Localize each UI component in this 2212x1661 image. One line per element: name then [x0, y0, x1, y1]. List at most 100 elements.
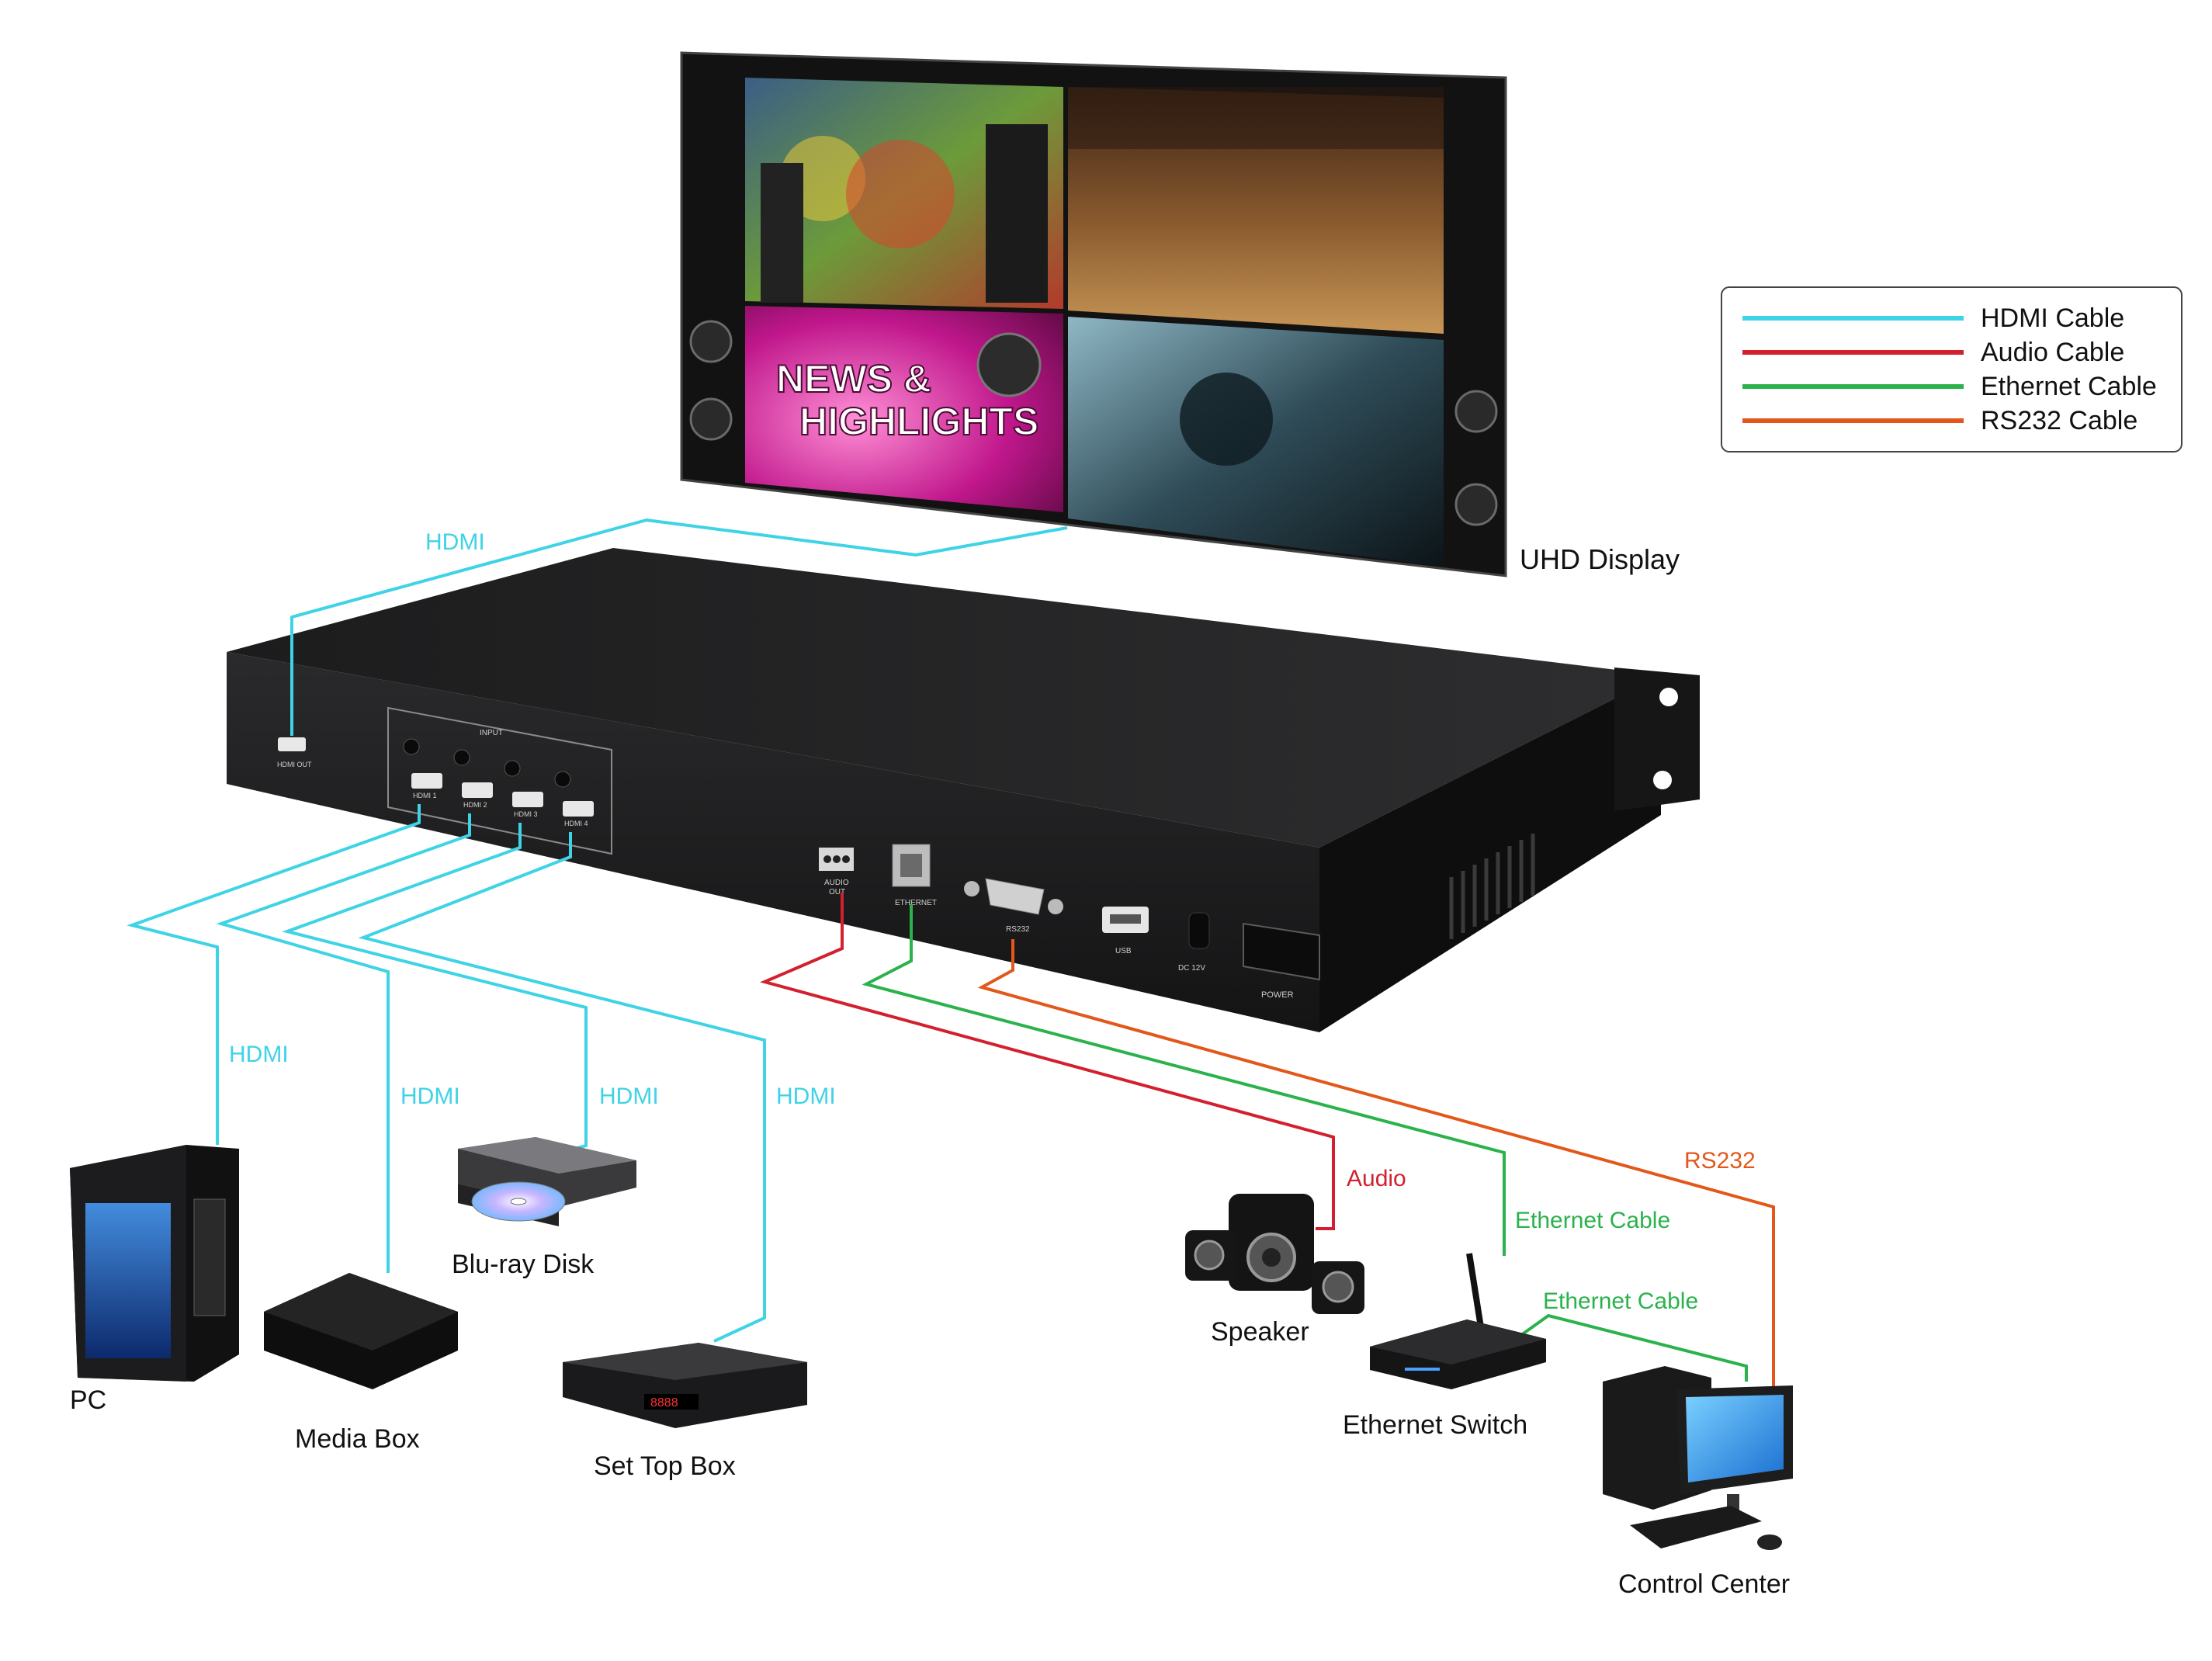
pc-label: PC: [70, 1385, 106, 1415]
bluray-top: [458, 1137, 636, 1174]
keyboard-icon: [1630, 1506, 1762, 1548]
dc-port-label: DC 12V: [1178, 964, 1205, 973]
rs232-port: [985, 878, 1045, 915]
legend-label-rs232: RS232 Cable: [1981, 406, 2137, 435]
pc-side-vent: [193, 1198, 226, 1316]
uhd-display: NEWS & HIGHLIGHTS UHD Display: [680, 51, 1680, 577]
control-center-device: Control Center: [1603, 1366, 1793, 1599]
media-box-top: [264, 1273, 458, 1351]
rack-ear: [1614, 668, 1700, 811]
hdmi-in-label-3: HDMI 3: [514, 810, 538, 818]
unit-side-panel: [1319, 675, 1661, 1032]
multiviewer-unit: HDMI OUT INPUT HDMI 1 HDMI 2 HDMI 3 HDMI…: [227, 548, 1700, 1032]
audio-terminal: [823, 855, 831, 863]
audio-terminal: [842, 855, 850, 863]
ethernet-switch-top: [1370, 1319, 1546, 1365]
hdmi-out-label: HDMI OUT: [277, 761, 312, 768]
rs232-screw: [1048, 899, 1063, 914]
hdmi-in-screw: [403, 738, 420, 755]
hdmi-in-port-2: [462, 782, 493, 798]
usb-slot: [1110, 914, 1141, 924]
pc-device: PC: [70, 1145, 239, 1415]
speaker-cone-right: [1322, 1271, 1354, 1303]
audio-cable: [759, 893, 1335, 1230]
media-box-label: Media Box: [295, 1424, 420, 1454]
pc-blue-panel: [85, 1203, 171, 1358]
cables: [127, 518, 1775, 1401]
screen-text-highlights: HIGHLIGHTS: [799, 400, 1038, 443]
cable-label-hdmi-pc: HDMI: [229, 1042, 289, 1067]
speaker-grille-right-bottom: [1454, 483, 1498, 526]
hdmi-cable-bluray: [282, 823, 588, 1150]
unit-front-panel: [227, 652, 1319, 1032]
hdmi-in-port-3: [512, 792, 543, 807]
hdmi-cable-set-top-box: [358, 832, 766, 1343]
audio-out-label-1: AUDIO: [824, 879, 849, 887]
power-switch: [1243, 922, 1320, 981]
legend-box: [1721, 286, 2183, 453]
weather-map-blob: [846, 140, 955, 248]
mouse-icon: [1757, 1534, 1782, 1550]
presenter-silhouette: [986, 124, 1048, 303]
camera-lens-image: [976, 332, 1042, 397]
switch-led-strip: [1405, 1368, 1440, 1371]
input-group-label: INPUT: [480, 729, 503, 737]
legend: HDMI Cable Audio Cable Ethernet Cable RS…: [1721, 286, 2183, 453]
legend-label-ethernet: Ethernet Cable: [1981, 372, 2157, 401]
uhd-display-label: UHD Display: [1520, 543, 1680, 575]
speaker-grille-left-bottom: [689, 397, 733, 441]
media-box-device: Media Box: [264, 1273, 458, 1454]
ethernet-switch-device: Ethernet Switch: [1343, 1253, 1546, 1440]
cable-labels: HDMI HDMI HDMI HDMI HDMI Audio Ethernet …: [229, 529, 1756, 1314]
rs232-cable: [977, 939, 1775, 1401]
power-label: POWER: [1261, 990, 1294, 1000]
cable-label-rs232: RS232: [1684, 1148, 1756, 1174]
screen-text-news: NEWS &: [776, 357, 931, 401]
input-port-group: [387, 706, 612, 855]
hdmi-in-screw: [504, 760, 521, 777]
legend-label-audio: Audio Cable: [1981, 338, 2124, 367]
set-top-box-device: 8888 Set Top Box: [563, 1343, 807, 1481]
set-top-box-display-digits: 8888: [650, 1396, 678, 1410]
hdmi-in-screw: [453, 749, 470, 766]
ethernet-cable-switch: [862, 904, 1506, 1256]
ethernet-switch-label: Ethernet Switch: [1343, 1410, 1527, 1440]
cable-label-hdmi-display: HDMI: [425, 529, 485, 555]
speaker-woofer-center: [1262, 1248, 1281, 1267]
hdmi-cable-media-box: [216, 813, 471, 1273]
hdmi-in-label-1: HDMI 1: [413, 792, 437, 799]
side-vent: [1449, 834, 1535, 939]
control-center-screen: [1686, 1395, 1784, 1482]
set-top-box-display: [644, 1394, 699, 1410]
hdmi-in-label-4: HDMI 4: [564, 820, 588, 827]
bluray-disc-hole: [510, 1198, 527, 1205]
gym-ceiling: [1068, 87, 1444, 149]
cable-label-ethernet-2: Ethernet Cable: [1543, 1288, 1698, 1314]
legend-label-hdmi: HDMI Cable: [1981, 303, 2124, 333]
switch-antenna: [1466, 1253, 1484, 1328]
cable-label-hdmi-media-box: HDMI: [400, 1084, 460, 1109]
rs232-screw: [964, 881, 979, 896]
unit-top-panel: [227, 548, 1661, 848]
hdmi-in-screw: [554, 771, 571, 788]
cable-label-ethernet-1: Ethernet Cable: [1515, 1208, 1670, 1233]
action-scene-object: [1180, 373, 1273, 466]
cable-label-hdmi-set-top-box: HDMI: [776, 1084, 836, 1109]
audio-terminal: [833, 855, 841, 863]
bluray-label: Blu-ray Disk: [452, 1250, 595, 1279]
speaker-cone-left: [1194, 1240, 1225, 1271]
speaker-device: Speaker: [1185, 1194, 1364, 1347]
presenter-silhouette: [761, 163, 803, 303]
control-center-label: Control Center: [1618, 1569, 1790, 1599]
hdmi-in-port-1: [411, 773, 442, 789]
cable-label-audio: Audio: [1347, 1166, 1406, 1191]
hdmi-in-port-4: [563, 801, 594, 817]
set-top-box-label: Set Top Box: [594, 1451, 736, 1481]
hdmi-cable-pc: [127, 804, 421, 1145]
dc-power-jack: [1188, 912, 1210, 949]
rs232-port-label: RS232: [1006, 925, 1030, 934]
hdmi-out-port: [278, 737, 306, 751]
ethernet-port-label: ETHERNET: [895, 899, 937, 907]
